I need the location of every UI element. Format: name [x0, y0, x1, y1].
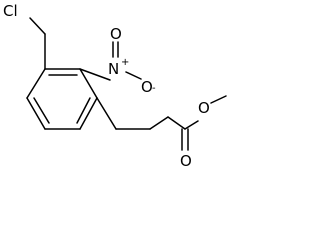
- ring-bond-c3-c4: [26, 97, 46, 130]
- nitro-minus-charge: -: [152, 83, 156, 94]
- nitro-oxygen-top-label: O: [110, 25, 122, 43]
- nitro-group: N + O O -: [79, 25, 156, 96]
- nitro-oxygen-right-label: O: [141, 78, 153, 96]
- bond-carbonyl-ester-o: [184, 120, 199, 130]
- methyl-propanoate-chain: O O: [96, 95, 227, 170]
- bond-ch2b-carbonyl: [149, 116, 169, 130]
- benzene-ring: [26, 68, 98, 130]
- chlorine-atom-label: Cl: [3, 2, 18, 20]
- bond-ring-n: [79, 68, 111, 81]
- bond-ring-ch2a: [96, 97, 117, 130]
- carbonyl-oxygen-label: O: [180, 152, 192, 170]
- ring-double-bond-c3-c4: [33, 97, 50, 124]
- ring-bond-c5-c6: [79, 97, 98, 130]
- bond-ester-o-methyl: [210, 95, 227, 104]
- chemical-structure-diagram: Cl N + O O - O O: [3, 2, 227, 170]
- nitro-nitrogen-label: N: [108, 60, 119, 78]
- ring-bond-c6-c1: [79, 68, 98, 99]
- bond-ch2-cl: [29, 17, 46, 35]
- ring-bond-c2-c3: [26, 68, 46, 99]
- ring-double-bond-c5-c6: [76, 97, 91, 124]
- ester-oxygen-label: O: [198, 99, 210, 117]
- chloromethyl-group: Cl: [3, 2, 46, 70]
- nitro-plus-charge: +: [121, 57, 129, 68]
- bond-carbonyl-c-link: [167, 116, 186, 130]
- bond-n-o-right: [125, 71, 142, 80]
